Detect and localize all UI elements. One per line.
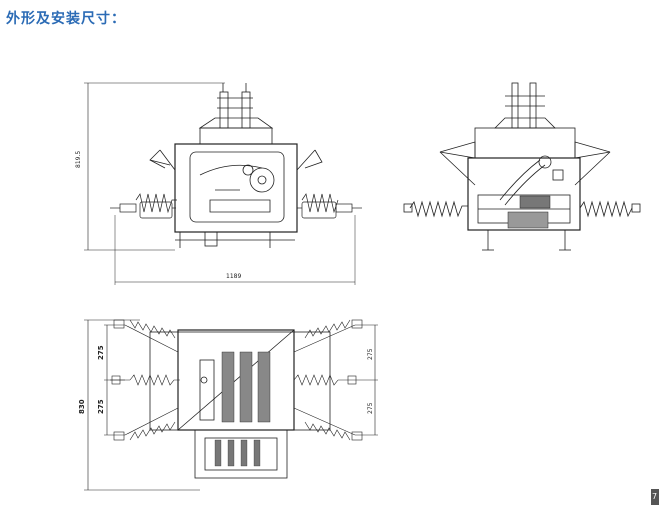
page-number: 7 [652,492,658,501]
page-number-tab: 7 [651,489,659,505]
dimension-plan-left-upper: 275 [97,345,105,360]
dimension-plan-right-lower: 275 [367,402,374,414]
dimension-plan-right-upper: 275 [367,348,374,360]
dimension-plan-left-lower: 275 [97,399,105,414]
dimension-front-height: 819.5 [75,151,82,168]
dimension-plan-total: 830 [78,399,86,414]
front-elevation-view [84,82,362,285]
side-elevation-view [403,82,641,251]
page-title: 外形及安装尺寸： [6,11,126,27]
dimension-front-width: 1189 [226,273,241,280]
plan-view [84,319,378,491]
